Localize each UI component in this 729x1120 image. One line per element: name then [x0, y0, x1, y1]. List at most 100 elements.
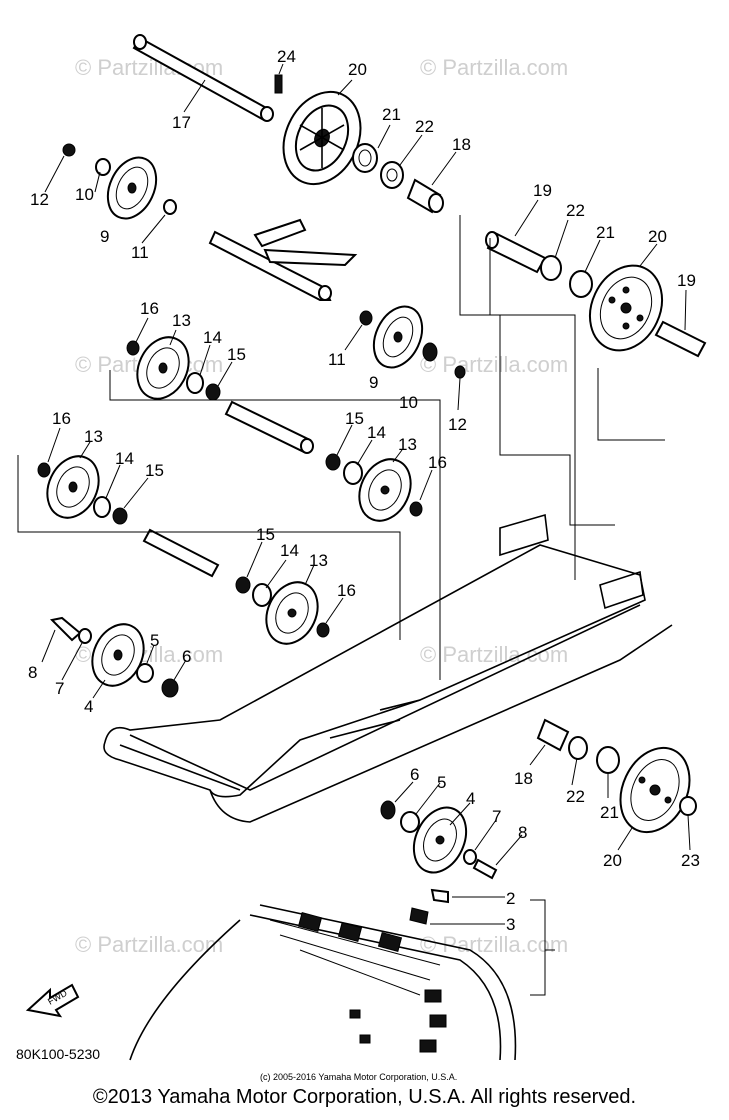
callout-15: 15 [345, 409, 364, 428]
callout-20: 20 [603, 851, 622, 870]
grease-nipple-24 [274, 63, 284, 94]
sprocket-wheel-20-right [589, 264, 663, 352]
watermark: © Partzilla.com [420, 642, 568, 667]
shaft-lower [142, 528, 220, 578]
copyright-notice: ©2013 Yamaha Motor Corporation, U.S.A. A… [92, 1086, 637, 1108]
collar-18-top [406, 178, 444, 214]
bearing-6-left [161, 678, 179, 698]
callout-4: 4 [466, 789, 475, 808]
watermark: © Partzilla.com [420, 352, 568, 377]
bearing-14-left [93, 496, 111, 518]
cap-23 [679, 796, 697, 816]
fwd-arrow: FWD [25, 983, 80, 1018]
callout-16: 16 [428, 453, 447, 472]
clip-2 [430, 888, 449, 904]
callout-4: 4 [84, 697, 93, 716]
callout-14: 14 [203, 328, 222, 347]
center-arm [208, 218, 358, 301]
callout-14: 14 [280, 541, 299, 560]
slide-rail-frame [103, 513, 673, 823]
nut-16-left [37, 462, 51, 478]
callout-2: 2 [506, 889, 515, 908]
callouts: 24 20 17 21 22 18 12 10 9 11 19 22 21 20… [28, 47, 700, 934]
callout-12: 12 [448, 415, 467, 434]
callout-13: 13 [398, 435, 417, 454]
idler-wheel-9-top [106, 156, 158, 220]
bearing-21-top [352, 143, 378, 173]
diagram-code: 80K100-5230 [16, 1046, 100, 1062]
callout-9: 9 [100, 227, 109, 246]
callout-3: 3 [506, 915, 515, 934]
nut-11-mid [359, 310, 373, 326]
callout-7: 7 [55, 679, 64, 698]
nut-12-top [62, 143, 76, 157]
wheel-9-mid [372, 305, 424, 369]
callout-21: 21 [596, 223, 615, 242]
ring-15-lower [235, 576, 251, 594]
callout-21: 21 [382, 105, 401, 124]
callout-13: 13 [172, 311, 191, 330]
reference-lines [17, 215, 665, 996]
bearing-14-lower [252, 583, 272, 607]
callout-22: 22 [566, 787, 585, 806]
callout-12: 12 [30, 190, 49, 209]
callout-22: 22 [566, 201, 585, 220]
callout-8: 8 [518, 823, 527, 842]
bearing-10-top [95, 158, 111, 176]
callout-5: 5 [150, 631, 159, 650]
callout-15: 15 [227, 345, 246, 364]
wheel-13-mid-left [136, 336, 190, 400]
callout-21: 21 [600, 803, 619, 822]
shaft-mid [224, 400, 314, 454]
washer-7-left [78, 628, 92, 644]
callout-15: 15 [256, 525, 275, 544]
callout-16: 16 [337, 581, 356, 600]
sprocket-wheel-20-top [282, 90, 362, 186]
collar-18-bottom [536, 718, 570, 752]
ring-15-mid [205, 383, 221, 401]
nut-11-top [163, 199, 177, 215]
callout-7: 7 [492, 807, 501, 826]
callout-24: 24 [277, 47, 296, 66]
nut-16-center [409, 501, 423, 517]
ring-15-center [325, 453, 341, 471]
bearing-10-mid [422, 342, 438, 362]
callout-14: 14 [115, 449, 134, 468]
callout-13: 13 [84, 427, 103, 446]
track [129, 904, 517, 1061]
callout-20: 20 [348, 60, 367, 79]
collar-5-left [136, 663, 154, 683]
callout-leaders [41, 79, 691, 925]
callout-16: 16 [52, 409, 71, 428]
callout-6: 6 [410, 765, 419, 784]
bolt-8-left [49, 616, 82, 642]
ring-15-left [112, 507, 128, 525]
ring-22-top [380, 161, 404, 189]
rear-axle-shaft [132, 34, 274, 122]
ring-22-right [540, 255, 562, 281]
callout-10: 10 [399, 393, 418, 412]
callout-19: 19 [533, 181, 552, 200]
callout-16: 16 [140, 299, 159, 318]
callout-11: 11 [131, 243, 149, 262]
shaft-19-right [485, 231, 547, 274]
bolt-8-right [472, 858, 498, 880]
ring-22-bottom [568, 736, 588, 760]
callout-22: 22 [415, 117, 434, 136]
callout-17: 17 [172, 113, 191, 132]
callout-6: 6 [182, 647, 191, 666]
callout-8: 8 [28, 663, 37, 682]
nut-16-mid [126, 340, 140, 356]
callout-20: 20 [648, 227, 667, 246]
watermark: © Partzilla.com [75, 932, 223, 957]
callout-11: 11 [328, 350, 346, 369]
bearing-14-center [343, 461, 363, 485]
collar-5-right [400, 811, 420, 833]
idler-wheel-4-right [412, 806, 468, 874]
callout-15: 15 [145, 461, 164, 480]
wheel-13-left [46, 455, 100, 519]
shaft-19-far-right [654, 320, 707, 358]
bearing-14-mid [186, 372, 204, 394]
callout-10: 10 [75, 185, 94, 204]
clip-3 [409, 907, 429, 925]
